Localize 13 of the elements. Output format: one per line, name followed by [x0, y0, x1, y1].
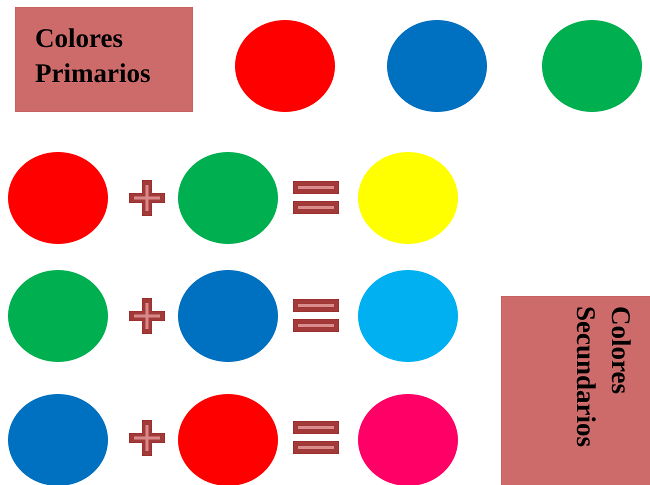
color-circle: [178, 152, 278, 244]
label-box: [15, 7, 193, 112]
color-circle: [178, 270, 278, 362]
box-title: Colores Primarios: [35, 22, 152, 90]
color-circle: [358, 152, 458, 244]
color-circle: [8, 152, 108, 244]
color-circle: [235, 20, 335, 112]
color-circle: [358, 270, 458, 362]
label-box: [501, 296, 650, 485]
box-title: Colores Secundarios: [570, 306, 637, 450]
color-circle: [8, 270, 108, 362]
color-circle: [387, 20, 487, 112]
color-circle: [542, 20, 642, 112]
